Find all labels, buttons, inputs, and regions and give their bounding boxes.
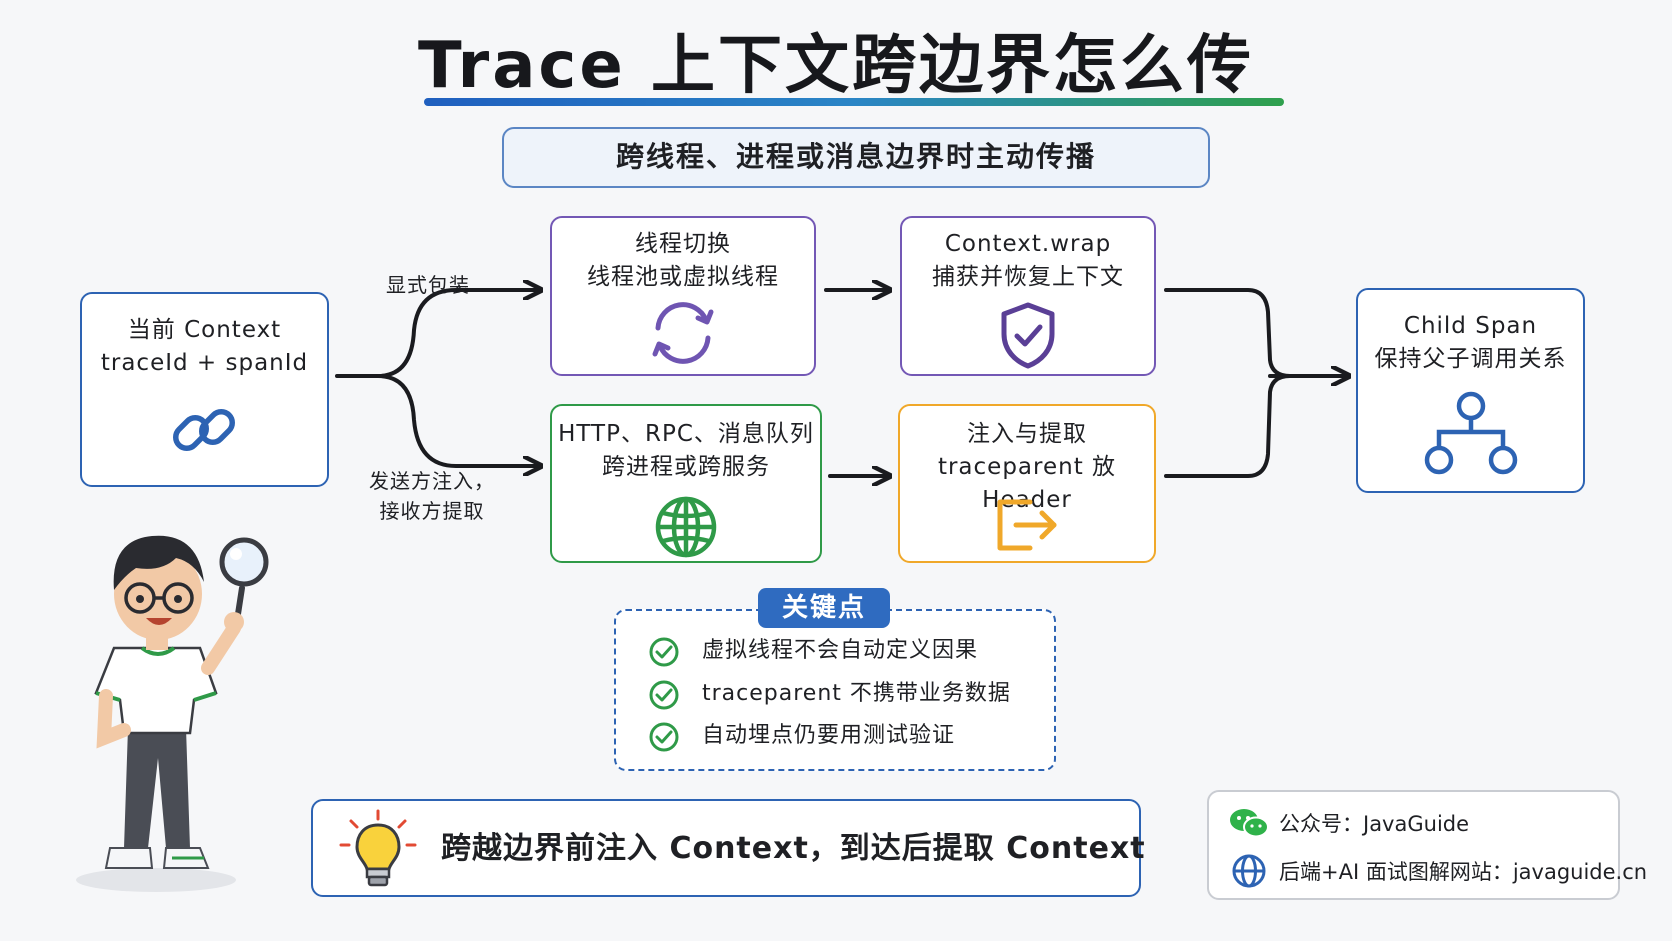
arrow-split-lower (376, 374, 537, 466)
edge-label-inject-line1: 发送方注入， (369, 469, 495, 493)
check-circle-icon (649, 722, 679, 752)
globe-icon (1232, 854, 1266, 888)
node-current-context-line2: traceId + spanId (100, 350, 309, 376)
key-points-tag: 关键点 (758, 588, 890, 628)
node-cross-service: HTTP、RPC、消息队列 跨进程或跨服务 (550, 404, 822, 563)
link-icon (172, 409, 235, 451)
node-child-span-line1: Child Span (1403, 313, 1538, 339)
node-current-context-line1: 当前 Context (127, 317, 282, 343)
node-thread-switch-line2: 线程池或虚拟线程 (587, 264, 779, 290)
key-point-text: traceparent 不携带业务数据 (702, 681, 1011, 706)
lightbulb-icon (339, 809, 417, 887)
key-point-text: 虚拟线程不会自动定义因果 (702, 638, 979, 663)
check-circle-icon (649, 680, 679, 710)
sync-arrows-icon (652, 302, 714, 364)
bottom-tip-text: 跨越边界前注入 Context，到达后提取 Context (441, 831, 1146, 866)
globe-icon (655, 496, 717, 558)
footer-card: 公众号：JavaGuide 后端+AI 面试图解网站：javaguide.cn (1207, 790, 1647, 900)
edge-label-inject-extract: 发送方注入， 接收方提取 (362, 466, 502, 526)
footer-site-link[interactable]: 后端+AI 面试图解网站：javaguide.cn (1279, 860, 1648, 884)
node-child-span: Child Span 保持父子调用关系 (1356, 288, 1585, 493)
node-context-wrap-line1: Context.wrap (944, 231, 1112, 257)
bottom-tip-box: 跨越边界前注入 Context，到达后提取 Context (311, 799, 1145, 897)
node-inject-extract-line1: 注入与提取 (967, 421, 1087, 447)
node-thread-switch-line1: 线程切换 (635, 231, 731, 257)
arrow-wrap-to-merge (1164, 288, 1292, 378)
mascot-illustration (76, 535, 269, 892)
edge-label-inject-line2: 接收方提取 (379, 499, 485, 523)
page-title: Trace 上下文跨边界怎么传 (418, 29, 1254, 103)
edge-label-explicit-wrap: 显式包装 (386, 273, 470, 297)
arrow-inject-to-merge (1164, 374, 1292, 478)
title-underline (424, 98, 1284, 106)
check-circle-icon (649, 637, 679, 667)
node-inject-extract: 注入与提取 traceparent 放 Header (898, 404, 1156, 563)
node-child-span-line2: 保持父子调用关系 (1374, 346, 1567, 372)
node-thread-switch: 线程切换 线程池或虚拟线程 (550, 216, 816, 376)
hierarchy-icon (1424, 391, 1517, 475)
export-icon (997, 499, 1057, 551)
node-inject-extract-line2: traceparent 放 Header (937, 454, 1117, 513)
node-context-wrap: Context.wrap 捕获并恢复上下文 (900, 216, 1156, 376)
key-point-text: 自动埋点仍要用测试验证 (702, 723, 956, 748)
subtitle-banner: 跨线程、进程或消息边界时主动传播 (502, 127, 1210, 188)
node-current-context: 当前 Context traceId + spanId (80, 292, 329, 487)
node-cross-service-line1: HTTP、RPC、消息队列 (558, 421, 814, 447)
key-points-panel (614, 609, 1056, 771)
node-context-wrap-line2: 捕获并恢复上下文 (932, 264, 1124, 290)
shield-check-icon (1001, 302, 1055, 369)
footer-wechat-text: 公众号：JavaGuide (1279, 812, 1470, 836)
node-cross-service-line2: 跨进程或跨服务 (602, 454, 770, 480)
wechat-icon (1230, 809, 1269, 838)
arrow-split-upper (335, 290, 537, 378)
